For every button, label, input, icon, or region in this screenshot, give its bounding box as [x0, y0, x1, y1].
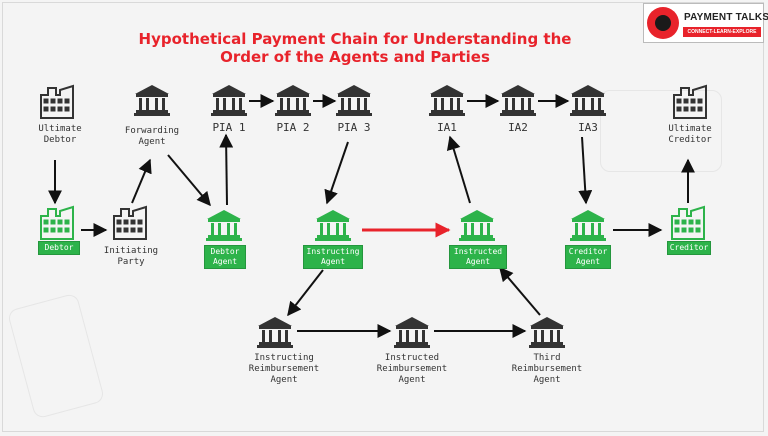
initiating-party-building-icon — [113, 206, 147, 240]
logo-mark-icon — [647, 7, 679, 39]
pia1-bank-icon — [211, 85, 247, 116]
arrow-debtor-agent-to-pia1 — [219, 133, 234, 206]
label-pia2: PIA 2 — [276, 121, 310, 134]
pia3-bank-icon — [336, 85, 372, 116]
ia2-bank-icon — [500, 85, 536, 116]
logo-name: PAYMENT TALKS — [684, 12, 768, 23]
arrow-instructed-agent-to-ia1 — [446, 135, 471, 204]
label-forwarding-agent: Forwarding Agent — [124, 126, 180, 147]
third-reimbursement-bank-icon — [529, 317, 565, 348]
label-debtor: Debtor — [38, 241, 80, 255]
label-instructed-reimbursement-agent: Instructed Reimbursement Agent — [376, 353, 448, 385]
frame-border — [2, 2, 764, 432]
debtor-agent-bank-icon — [206, 210, 242, 241]
arrow-ia3-to-creditor-agent — [578, 136, 593, 205]
title-line-1: Hypothetical Payment Chain for Understan… — [138, 30, 572, 48]
label-pia1: PIA 1 — [212, 121, 246, 134]
label-creditor-agent: Creditor Agent — [565, 245, 611, 269]
label-ia3: IA3 — [578, 121, 598, 134]
label-debtor-agent: Debtor Agent — [204, 245, 246, 269]
ultimate-creditor-building-icon — [673, 85, 707, 119]
instructing-reimbursement-bank-icon — [257, 317, 293, 348]
label-instructing-agent: Instructing Agent — [303, 245, 363, 269]
debtor-building-icon — [40, 206, 74, 240]
label-creditor: Creditor — [667, 241, 711, 255]
creditor-agent-bank-icon — [570, 210, 606, 241]
label-ultimate-creditor: Ultimate Creditor — [668, 124, 712, 145]
ia3-bank-icon — [570, 85, 606, 116]
background-decoration — [600, 90, 722, 172]
ultimate-debtor-building-icon — [40, 85, 74, 119]
pia2-bank-icon — [275, 85, 311, 116]
forwarding-agent-bank-icon — [134, 85, 170, 116]
payment-talks-logo: PAYMENT TALKS CONNECT-LEARN-EXPLORE — [643, 3, 768, 43]
instructing-agent-bank-icon — [315, 210, 351, 241]
label-initiating-party: Initiating Party — [103, 246, 159, 267]
title-line-2: Order of the Agents and Parties — [220, 48, 490, 66]
ia1-bank-icon — [429, 85, 465, 116]
arrow-instructing-agent-to-instructing-reimbursement — [287, 269, 324, 317]
instructed-agent-bank-icon — [459, 210, 495, 241]
diagram-title: Hypothetical Payment Chain for Understan… — [90, 30, 620, 66]
label-pia3: PIA 3 — [337, 121, 371, 134]
arrow-forwarding-agent-to-debtor-agent — [167, 154, 211, 207]
logo-tagline: CONNECT-LEARN-EXPLORE — [683, 27, 761, 37]
arrow-initiating-party-to-forwarding-agent — [131, 158, 152, 204]
label-ia1: IA1 — [437, 121, 457, 134]
label-instructing-reimbursement-agent: Instructing Reimbursement Agent — [248, 353, 320, 385]
creditor-building-icon — [671, 206, 705, 240]
arrow-third-reimbursement-to-instructed-agent — [499, 266, 541, 316]
label-ultimate-debtor: Ultimate Debtor — [38, 124, 82, 145]
instructed-reimbursement-bank-icon — [394, 317, 430, 348]
label-third-reimbursement-agent: Third Reimbursement Agent — [511, 353, 583, 385]
label-ia2: IA2 — [508, 121, 528, 134]
label-instructed-agent: Instructed Agent — [449, 245, 507, 269]
arrow-pia3-to-instructing-agent — [324, 141, 349, 205]
